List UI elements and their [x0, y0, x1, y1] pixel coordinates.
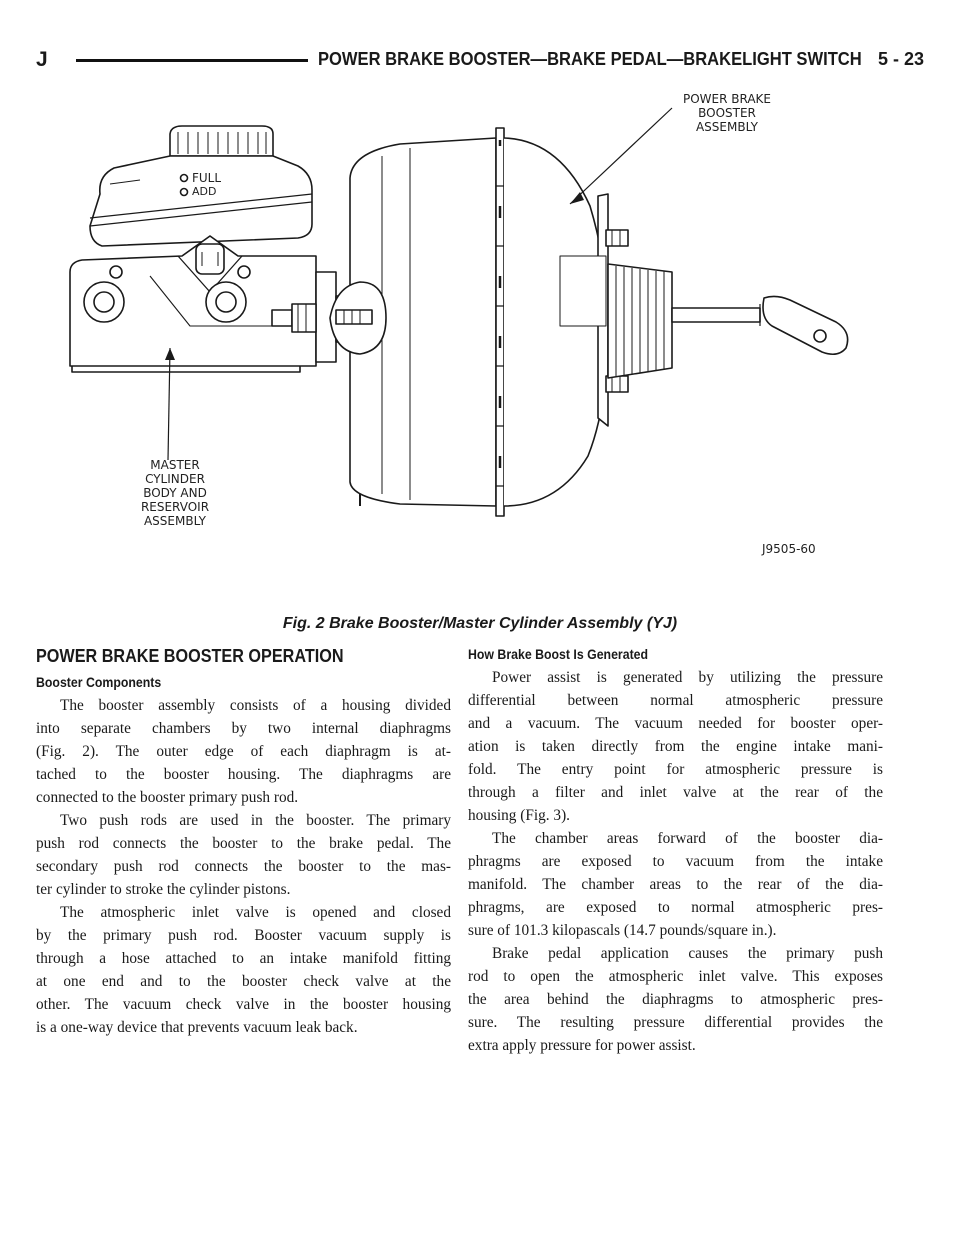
text-line: secondary push rod connects the booster …	[36, 858, 451, 875]
page-header: J POWER BRAKE BOOSTER—BRAKE PEDAL—BRAKEL…	[36, 46, 924, 76]
paragraph: The booster assembly consists of a housi…	[36, 694, 451, 809]
booster-assembly-callout: POWER BRAKE BOOSTER ASSEMBLY	[682, 92, 772, 134]
text-line: other. The vacuum check valve in the boo…	[36, 996, 451, 1013]
master-cylinder-callout: MASTER CYLINDER BODY AND RESERVOIR ASSEM…	[140, 458, 210, 528]
paragraph: Brake pedal application causes the prima…	[468, 942, 883, 1057]
text-line: The atmospheric inlet valve is opened an…	[60, 904, 451, 921]
section-letter: J	[36, 48, 49, 71]
text-line: fold. The entry point for atmospheric pr…	[468, 761, 883, 778]
add-mark-label: ADD	[192, 185, 217, 198]
booster-illustration	[69, 107, 849, 517]
text-line: rod to open the atmospheric inlet valve.…	[468, 968, 883, 985]
page-number: 5 - 23	[877, 49, 924, 69]
text-line: Brake pedal application causes the prima…	[492, 945, 883, 962]
header-rule	[76, 59, 308, 62]
text-line: by the primary push rod. Booster vacuum …	[36, 927, 451, 944]
running-title: POWER BRAKE BOOSTER—BRAKE PEDAL—BRAKELIG…	[318, 49, 862, 69]
brake-boost-subheading: How Brake Boost Is Generated	[468, 646, 649, 662]
text-line: sure of 101.3 kilopascals (14.7 pounds/s…	[468, 922, 777, 939]
text-line: Two push rods are used in the booster. T…	[60, 812, 451, 829]
text-line: sure. The resulting pressure differentia…	[468, 1014, 883, 1031]
text-line: connected to the booster primary push ro…	[36, 789, 299, 806]
text-line: differential between normal atmospheric …	[468, 692, 883, 709]
figure-caption: Fig. 2 Brake Booster/Master Cylinder Ass…	[282, 615, 678, 632]
section-heading: POWER BRAKE BOOSTER OPERATION	[36, 646, 344, 666]
booster-figure: POWER BRAKE BOOSTER ASSEMBLY MASTER CYLI…	[60, 86, 900, 606]
figure-code: J9505-60	[762, 542, 816, 556]
text-line: through a filter and inlet valve at the …	[468, 784, 883, 801]
paragraph: The chamber areas forward of the booster…	[468, 827, 883, 942]
text-line: through a hose attached to an intake man…	[36, 950, 451, 967]
text-line: and a vacuum. The vacuum needed for boos…	[468, 715, 883, 732]
text-line: The booster assembly consists of a housi…	[60, 697, 451, 714]
text-line: (Fig. 2). The outer edge of each diaphra…	[36, 743, 451, 760]
paragraph: The atmospheric inlet valve is opened an…	[36, 901, 451, 1039]
text-line: housing (Fig. 3).	[468, 807, 570, 824]
text-line: the area behind the diaphragms to atmosp…	[468, 991, 883, 1008]
full-mark-label: FULL	[192, 171, 222, 185]
text-line: is a one-way device that prevents vacuum…	[36, 1019, 358, 1036]
paragraph: Power assist is generated by utilizing t…	[468, 666, 883, 827]
right-column: How Brake Boost Is Generated Power assis…	[468, 646, 883, 1057]
text-line: extra apply pressure for power assist.	[468, 1037, 696, 1054]
text-line: push rod connects the booster to the bra…	[36, 835, 451, 852]
paragraph: Two push rods are used in the booster. T…	[36, 809, 451, 901]
text-line: Power assist is generated by utilizing t…	[492, 669, 883, 686]
text-line: ation is taken directly from the engine …	[468, 738, 883, 755]
text-line: tached to the booster housing. The diaph…	[36, 766, 451, 783]
text-line: at one end and to the booster check valv…	[36, 973, 451, 990]
text-line: The chamber areas forward of the booster…	[492, 830, 883, 847]
text-line: manifold. The chamber areas to the rear …	[468, 876, 883, 893]
left-column: POWER BRAKE BOOSTER OPERATION Booster Co…	[36, 646, 451, 1039]
text-line: phragms, are exposed to normal atmospher…	[468, 899, 883, 916]
booster-components-subheading: Booster Components	[36, 674, 162, 690]
text-line: ter cylinder to stroke the cylinder pist…	[36, 881, 291, 898]
text-line: phragms are exposed to vacuum from the i…	[468, 853, 883, 870]
text-line: into separate chambers by two internal d…	[36, 720, 451, 737]
